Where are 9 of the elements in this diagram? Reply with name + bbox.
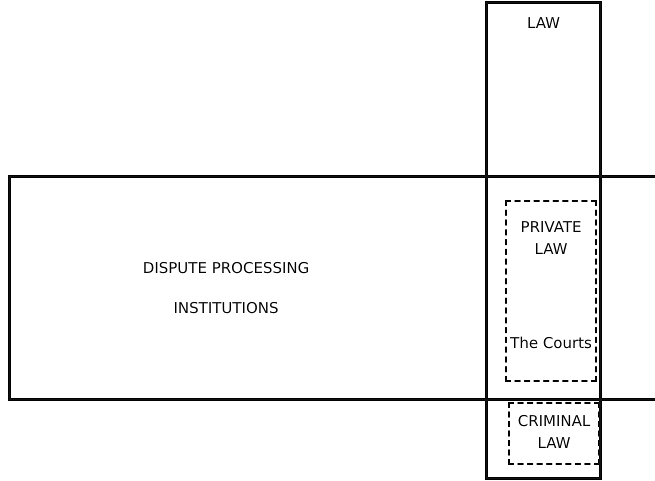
private-law-box <box>505 200 597 382</box>
criminal-law-box <box>508 402 600 465</box>
box-title: CRIMINAL LAW <box>516 411 592 454</box>
box-text: The Courts <box>509 333 593 354</box>
box-title: DISPUTE PROCESSING INSTITUTIONS <box>142 258 310 319</box>
box-title: PRIVATE LAW <box>520 217 582 260</box>
law-box <box>485 1 602 480</box>
box-title: LAW <box>526 13 561 34</box>
institutions-box <box>8 175 655 401</box>
